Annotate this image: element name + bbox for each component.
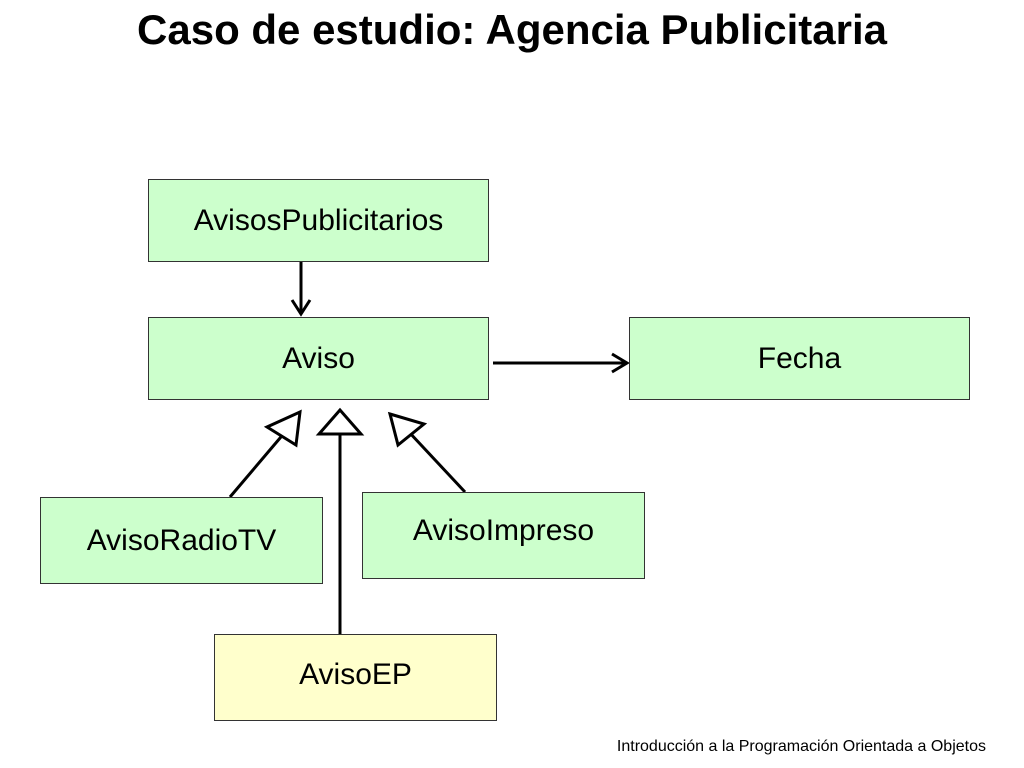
class-label: AvisosPublicitarios — [193, 203, 444, 237]
class-label: Fecha — [757, 341, 842, 375]
class-aviso-radio-tv: AvisoRadioTV — [40, 497, 323, 584]
class-aviso: Aviso — [148, 317, 489, 400]
footer-course-name: Introducción a la Programación Orientada… — [616, 738, 986, 755]
class-avisos-publicitarios: AvisosPublicitarios — [148, 179, 489, 262]
class-label: AvisoEP — [299, 657, 412, 691]
class-label: AvisoRadioTV — [86, 523, 277, 557]
association-aviso-fecha — [493, 352, 630, 374]
generalization-ep-aviso — [315, 407, 365, 634]
class-label: Aviso — [282, 341, 355, 375]
class-aviso-ep: AvisoEP — [214, 634, 497, 721]
association-avisos-aviso — [290, 262, 312, 317]
generalization-impreso-aviso — [387, 411, 467, 494]
class-aviso-impreso: AvisoImpreso — [362, 492, 645, 579]
class-fecha: Fecha — [629, 317, 970, 400]
generalization-radio-aviso — [228, 409, 302, 498]
class-label: AvisoImpreso — [412, 513, 595, 547]
page-title: Caso de estudio: Agencia Publicitaria — [137, 6, 887, 53]
